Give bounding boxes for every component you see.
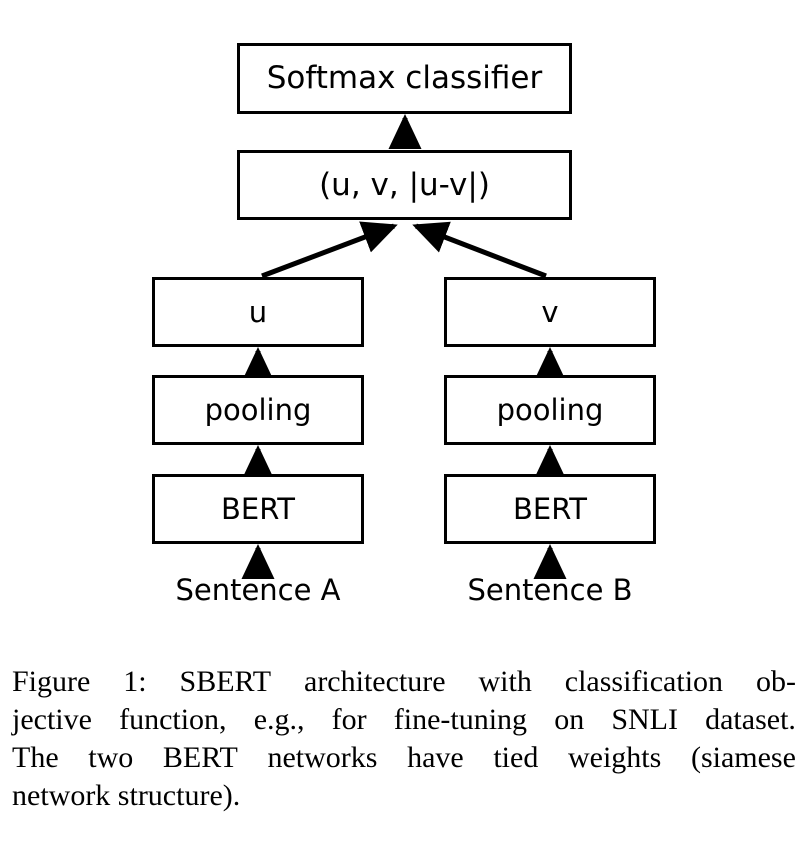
arrow-u-to-concat [261, 221, 398, 279]
node-pooling-b-label: pooling [496, 392, 604, 427]
node-bert-a[interactable]: BERT [152, 474, 364, 544]
input-label-sentence-b: Sentence B [467, 573, 633, 607]
caption-line-4: network structure). [12, 779, 241, 812]
node-embedding-u-label: u [248, 294, 268, 329]
node-pooling-a[interactable]: pooling [152, 375, 364, 445]
node-softmax-classifier[interactable]: Softmax classifier [237, 43, 572, 114]
node-embedding-v-label: v [541, 294, 559, 329]
node-bert-b[interactable]: BERT [444, 474, 656, 544]
node-pooling-a-label: pooling [204, 392, 312, 427]
node-softmax-classifier-label: Softmax classifier [266, 60, 543, 96]
node-concat-vector[interactable]: (u, v, |u-v|) [237, 150, 572, 220]
sbert-architecture-diagram: Softmax classifier (u, v, |u-v|) u v poo… [152, 43, 656, 607]
node-embedding-v[interactable]: v [444, 277, 656, 347]
input-label-sentence-a: Sentence A [175, 573, 341, 607]
node-bert-a-label: BERT [221, 491, 295, 526]
node-embedding-u[interactable]: u [152, 277, 364, 347]
node-pooling-b[interactable]: pooling [444, 375, 656, 445]
diagram-arrow-layer [241, 113, 567, 579]
arrow-v-to-concat [412, 221, 547, 279]
node-bert-b-label: BERT [513, 491, 587, 526]
node-concat-vector-label: (u, v, |u-v|) [319, 166, 490, 203]
